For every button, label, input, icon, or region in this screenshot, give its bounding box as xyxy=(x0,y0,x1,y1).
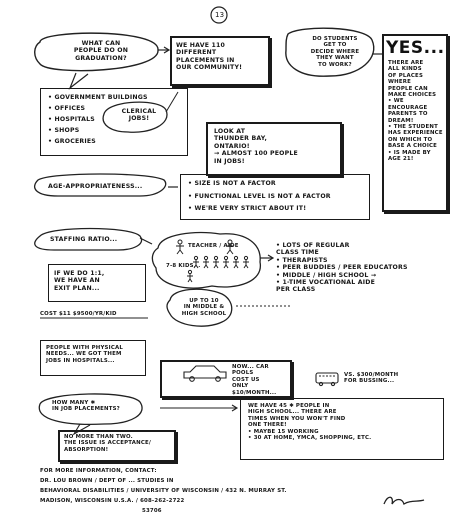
placements-text: WE HAVE 110 DIFFERENT PLACEMENTS IN OUR … xyxy=(176,42,243,72)
signature xyxy=(383,496,425,506)
workplace-item-government: • GOVERNMENT BUILDINGS xyxy=(48,94,148,101)
workplace-item-groceries: • GROCERIES xyxy=(48,138,96,145)
acceptance-box xyxy=(58,430,176,462)
carpool-text: NOW... CAR POOLS COST US ONLY $10/MONTH.… xyxy=(232,364,277,396)
acceptance-text: NO MORE THAN TWO. THE ISSUE IS ACCEPTANC… xyxy=(64,434,152,453)
middle-bubble-text: UP TO 10 IN MIDDLE & HIGH SCHOOL xyxy=(181,298,227,317)
age-point-size: • SIZE IS NOT A FACTOR xyxy=(188,180,276,187)
placements-box xyxy=(170,36,270,86)
workplaces-box xyxy=(40,88,188,156)
workplace-item-hospitals: • HOSPITALS xyxy=(48,116,95,123)
page-number: 13 xyxy=(215,11,225,19)
decide-bubble-outline xyxy=(285,27,375,77)
age-bubble-outline xyxy=(34,173,167,197)
car-icon xyxy=(183,365,227,382)
exit-plan-box xyxy=(48,264,146,302)
carpool-box xyxy=(160,360,292,398)
teacher-label: TEACHER / AIDE xyxy=(188,243,239,249)
contact-line-2: BEHAVIORAL DISABILITIES / UNIVERSITY OF … xyxy=(40,488,287,494)
age-label: AGE-APPROPRIATENESS... xyxy=(48,183,143,190)
question-bubble-tail xyxy=(68,72,89,90)
contact-line-3: MADISON, WISCONSIN U.S.A. / 608-262-2722 xyxy=(40,498,185,504)
howmany-bubble-text: HOW MANY ✱ IN JOB PLACEMENTS? xyxy=(52,400,121,413)
yes-title: YES... xyxy=(386,38,445,58)
contact-heading: FOR MORE INFORMATION, CONTACT: xyxy=(40,468,157,474)
contact-line-1: DR. LOU BROWN / DEPT OF ... STUDIES IN xyxy=(40,478,174,484)
high-school-text: WE HAVE 45 ✱ PEOPLE IN HIGH SCHOOL... TH… xyxy=(248,403,372,442)
cost-text: COST $11 $9500/YR/KID xyxy=(40,311,117,317)
contact-zip: 53706 xyxy=(142,508,162,514)
thunder-bay-box xyxy=(206,122,342,176)
workplace-item-shops: • SHOPS xyxy=(48,127,80,134)
bussing-text: VS. $300/MONTH FOR BUSSING... xyxy=(344,372,399,385)
question-bubble-outline xyxy=(34,32,159,72)
staffing-list: • LOTS OF REGULAR CLASS TIME • THERAPIST… xyxy=(276,242,408,294)
staffing-label: STAFFING RATIO... xyxy=(50,236,118,243)
staffing-bubble-outline xyxy=(34,227,143,251)
exit-plan-text: IF WE DO 1:1, WE HAVE AN EXIT PLAN... xyxy=(54,270,105,292)
stick-figures xyxy=(176,239,249,283)
yes-box xyxy=(382,34,448,212)
middle-bubble-outline xyxy=(166,288,233,327)
kids-label: 7-8 KIDS... xyxy=(166,263,201,269)
howmany-bubble-outline xyxy=(38,393,143,426)
physical-needs-text: PEOPLE WITH PHYSICAL NEEDS... WE GOT THE… xyxy=(46,345,123,364)
age-point-functional: • FUNCTIONAL LEVEL IS NOT A FACTOR xyxy=(188,193,331,200)
clerical-bubble-outline xyxy=(102,101,168,133)
decide-bubble-text: DO STUDENTS GET TO DECIDE WHERE THEY WAN… xyxy=(310,36,360,68)
question-bubble-text: WHAT CAN PEOPLE DO ON GRADUATION? xyxy=(73,40,129,62)
teacher-cloud-outline xyxy=(151,231,261,289)
thunder-bay-text: LOOK AT THUNDER BAY, ONTARIO! → ALMOST 1… xyxy=(214,128,298,165)
workplace-item-offices: • OFFICES xyxy=(48,105,86,112)
age-box xyxy=(180,174,370,220)
high-school-box xyxy=(240,398,444,460)
age-point-strict: • WE'RE VERY STRICT ABOUT IT! xyxy=(188,205,307,212)
clerical-bubble-text: CLERICAL JOBS! xyxy=(121,108,157,123)
page-number-circle xyxy=(210,6,228,24)
yes-text: THERE ARE ALL KINDS OF PLACES WHERE PEOP… xyxy=(388,60,443,163)
physical-needs-box xyxy=(40,340,146,376)
bus-icon xyxy=(315,372,339,387)
